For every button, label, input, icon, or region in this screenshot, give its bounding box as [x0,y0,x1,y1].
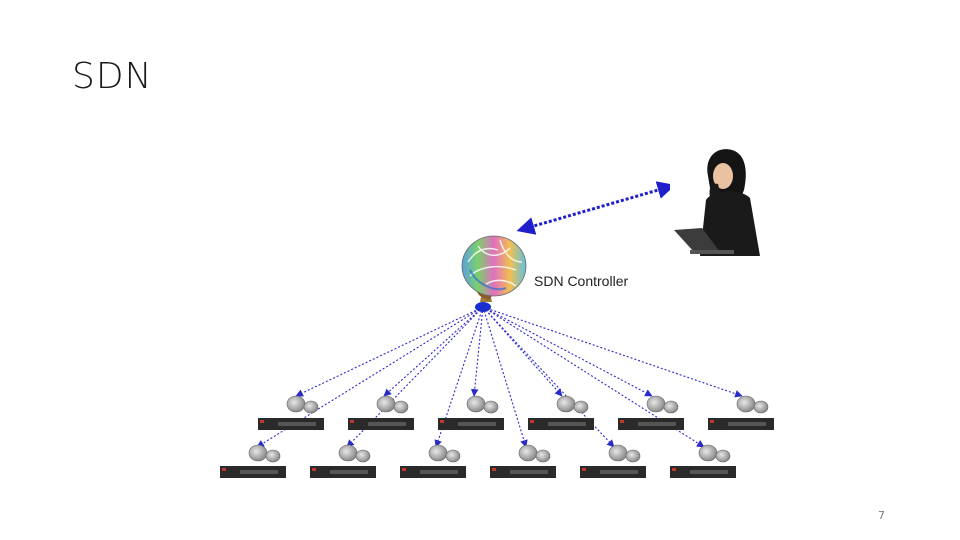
network-node [670,444,736,478]
router-icon [428,444,461,463]
network-node [348,395,414,430]
operator-link [516,181,676,235]
network-node [310,444,376,478]
router-icon [556,395,589,414]
router-icon [518,444,551,463]
network-switch-icon [400,466,466,478]
network-switch-icon [490,466,556,478]
router-icon [338,444,371,463]
brain-icon [461,235,527,312]
operator-with-laptop-icon [670,148,762,256]
router-icon [698,444,731,463]
router-icon [608,444,641,463]
network-node [438,395,504,430]
page-number: 7 [878,509,885,522]
network-node [400,444,466,478]
network-device-row-front [220,444,736,478]
network-switch-icon [438,418,504,430]
network-device-row-back [258,395,774,430]
network-switch-icon [220,466,286,478]
network-switch-icon [310,466,376,478]
router-icon [646,395,679,414]
controller-label: SDN Controller [534,273,629,289]
router-icon [736,395,769,414]
network-node [258,395,324,430]
network-node [220,444,286,478]
router-icon [376,395,409,414]
network-switch-icon [348,418,414,430]
network-node [708,395,774,430]
router-icon [286,395,319,414]
network-switch-icon [528,418,594,430]
network-node [580,444,646,478]
network-node [618,395,684,430]
network-switch-icon [580,466,646,478]
router-icon [248,444,281,463]
network-switch-icon [618,418,684,430]
network-switch-icon [708,418,774,430]
network-switch-icon [670,466,736,478]
router-icon [466,395,499,414]
slide-title: SDN [72,56,153,97]
network-node [528,395,594,430]
network-switch-icon [258,418,324,430]
network-node [490,444,556,478]
